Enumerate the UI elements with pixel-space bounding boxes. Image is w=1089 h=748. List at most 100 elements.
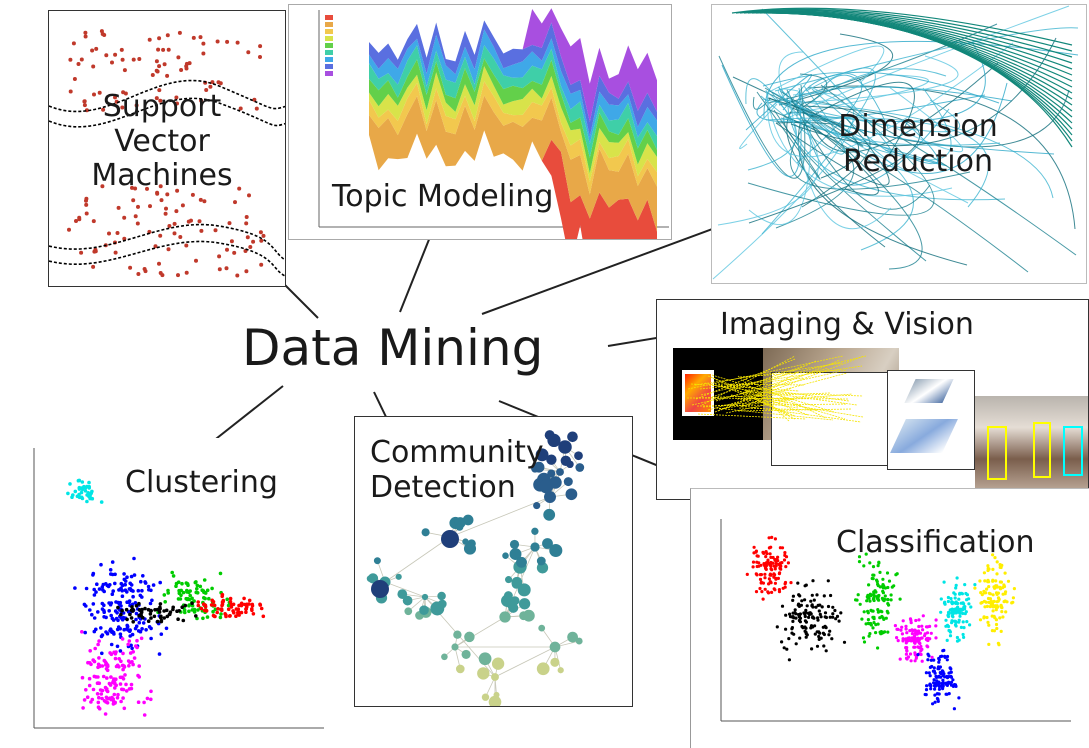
cluster-point: [103, 712, 108, 716]
graph-node: [455, 664, 465, 674]
cluster-point: [113, 581, 117, 586]
class-point: [755, 564, 759, 569]
svm-point: [238, 106, 243, 111]
svm-point: [157, 64, 162, 69]
cluster-point: [92, 674, 97, 679]
class-point: [791, 598, 795, 602]
svm-point: [74, 219, 78, 223]
cluster-point: [116, 692, 120, 697]
cluster-point: [183, 603, 188, 608]
cluster-point: [224, 614, 228, 619]
class-point: [957, 597, 961, 601]
class-point: [951, 615, 955, 619]
graph-node: [557, 667, 564, 674]
cluster-point: [118, 649, 123, 653]
class-point: [822, 594, 826, 598]
cluster-point: [77, 486, 82, 490]
embedding-curve: [760, 85, 845, 155]
embedding-curve: [763, 40, 1079, 119]
class-point: [776, 576, 780, 580]
graph-node: [421, 593, 429, 601]
cluster-point: [133, 626, 138, 631]
class-point: [769, 545, 773, 549]
cluster-point: [220, 594, 224, 599]
class-point: [787, 658, 791, 662]
cluster-point: [211, 609, 215, 614]
class-point: [914, 629, 918, 633]
class-point: [921, 628, 925, 632]
connector-clustering: [211, 385, 284, 443]
class-point: [864, 552, 868, 556]
cluster-point: [149, 689, 153, 694]
class-point: [933, 687, 937, 691]
class-point: [876, 584, 880, 588]
cluster-point: [124, 607, 129, 612]
svm-point: [167, 224, 172, 228]
class-point: [973, 583, 977, 587]
class-point: [835, 614, 840, 618]
class-point: [929, 683, 933, 687]
class-point: [932, 658, 936, 662]
cluster-point: [128, 651, 133, 655]
cluster-point: [193, 580, 198, 585]
class-point: [819, 615, 823, 619]
svm-point: [155, 191, 160, 196]
class-point: [898, 657, 902, 661]
svm-point: [166, 247, 171, 252]
embedding-curve: [790, 37, 1057, 147]
cluster-point: [130, 605, 134, 609]
class-point: [793, 608, 797, 612]
class-point: [926, 652, 930, 656]
class-point: [788, 612, 792, 616]
class-point: [842, 640, 847, 644]
graph-node: [437, 599, 447, 609]
class-point: [770, 590, 774, 594]
class-point: [811, 579, 815, 583]
class-point: [999, 580, 1003, 584]
imaging-label: Imaging & Vision: [720, 307, 974, 342]
cluster-point: [202, 578, 207, 582]
cluster-point: [196, 603, 201, 608]
svm-point: [258, 230, 263, 235]
cluster-point: [127, 599, 132, 603]
class-point: [932, 678, 936, 682]
svm-point: [122, 215, 127, 220]
class-point: [827, 633, 831, 637]
class-point: [885, 571, 890, 575]
cluster-point: [129, 574, 134, 579]
svm-point: [107, 231, 111, 236]
svm-point: [67, 227, 71, 232]
svm-point: [91, 64, 96, 69]
class-point: [958, 614, 962, 618]
cluster-point: [212, 603, 217, 608]
cluster-point: [114, 664, 119, 669]
graph-node: [512, 576, 523, 587]
cluster-point: [96, 610, 100, 614]
graph-node: [535, 463, 542, 470]
class-point: [817, 637, 821, 641]
class-point: [881, 591, 885, 595]
svm-point: [122, 68, 127, 73]
class-point: [978, 618, 983, 622]
cluster-point: [190, 601, 194, 606]
cluster-point: [122, 706, 127, 711]
class-point: [950, 621, 954, 625]
embedding-curve: [799, 90, 1055, 155]
cluster-point: [130, 646, 134, 651]
cluster-point: [137, 601, 141, 606]
graph-node: [567, 631, 578, 643]
class-point: [837, 619, 841, 623]
svm-point: [83, 34, 88, 39]
class-point: [914, 618, 918, 623]
class-point: [905, 646, 909, 650]
class-point: [951, 684, 955, 688]
class-point: [834, 617, 838, 621]
graph-node: [373, 557, 381, 565]
class-point: [887, 579, 892, 583]
feature-match-line: [735, 404, 862, 423]
cluster-point: [115, 611, 119, 615]
svm-point: [184, 66, 189, 71]
svm-point: [131, 198, 136, 203]
svm-point: [137, 57, 142, 61]
cluster-point: [201, 602, 206, 606]
